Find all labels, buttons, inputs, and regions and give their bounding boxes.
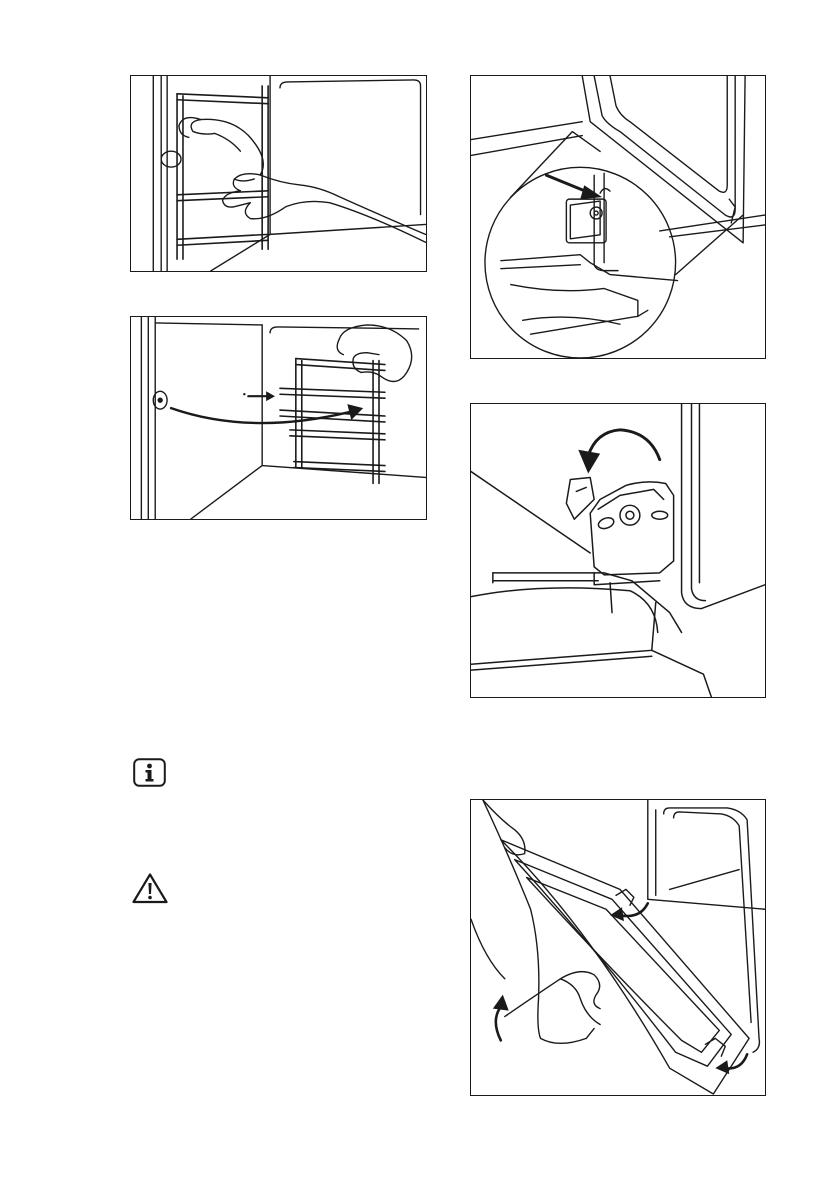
shelf-support-rear-illustration: [131, 317, 426, 519]
shelf-support-front-illustration: [131, 76, 426, 271]
hinge-lever-illustration: [471, 404, 765, 697]
fig-remove-shelf-support-front: [130, 75, 427, 272]
fig-door-lift-off: [470, 799, 766, 1096]
fig-door-hinge-open: [470, 75, 766, 359]
fig-remove-shelf-support-rear: [130, 316, 427, 520]
info-icon-graphic: [133, 758, 166, 787]
info-icon: [133, 758, 166, 787]
warning-triangle-graphic: [131, 872, 169, 904]
warning-triangle-icon: [131, 872, 169, 904]
door-lift-off-illustration: [471, 800, 765, 1095]
door-hinge-illustration: [471, 76, 765, 358]
fig-hinge-lever-lift: [470, 403, 766, 698]
